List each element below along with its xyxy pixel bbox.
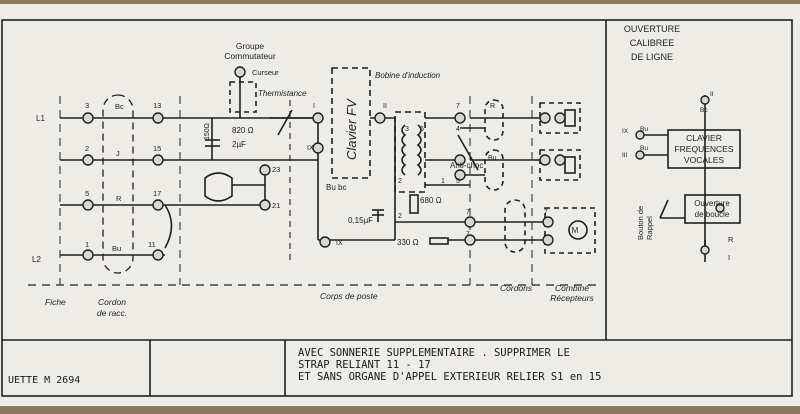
r150-label: 150Ω [204,123,211,140]
ouverture-boucle-box [684,194,741,224]
term-17: 17 [153,189,161,198]
bubc-label: Bu bc [326,183,346,192]
side-term-bu: Bu [640,126,648,133]
side-title-2: CALIBREE [630,38,675,48]
ouverture-text-2: de boucle [695,210,730,219]
footer-note-2: STRAP RELIANT 11 - 17 [298,359,431,371]
term-1: 1 [85,240,89,249]
curseur-label: Curseur [252,68,279,77]
term-ii: II [383,103,387,110]
coil-num-2: 2 [398,178,402,185]
cordon-bu: Bu [488,155,497,162]
thermistance-label: Thermistance [258,89,307,98]
coil-num-3: 3 [405,126,409,133]
clavier-text-2: FREQUENCES [674,144,733,154]
section-corps: Corps de poste [320,291,378,301]
term-23: 23 [272,165,280,174]
clavier-box [667,129,741,169]
side-term-bc: Bc [700,107,708,114]
footer-ref: UETTE M 2694 [8,375,80,386]
side-title-3: DE LIGNE [631,52,673,62]
l2-label: L2 [32,255,41,264]
motor-m: M [572,226,579,235]
side-title-1: OUVERTURE [624,24,680,34]
footer-note-1: AVEC SONNERIE SUPPLEMENTAIRE . SUPPRIMER… [298,347,570,359]
wire-bc: Bc [115,102,124,111]
side-term-ii: II [710,91,714,98]
strap-11-17 [164,204,173,249]
term-3: 3 [85,101,89,110]
term-7b: 7 [466,209,470,216]
r820-label: 820 Ω [232,126,254,135]
side-term-bu2: Bu [640,145,648,152]
l1-label: L1 [36,114,45,123]
frame-border [1,19,793,397]
term-13: 13 [153,101,161,110]
bouton-text-2: Rappel [645,216,654,240]
clavier-text-3: VOCALES [684,155,724,165]
term-7c: 7 [466,231,470,238]
bouton-text-1: Bouton de [636,206,645,240]
section-cordons: Cordons [500,283,533,293]
coil-num-4: 4 [456,126,460,133]
cordon-r: R [490,103,495,110]
term-7d: 7 [544,209,548,216]
clavier-text-1: CLAVIER [686,133,722,143]
term-i: I [313,103,315,110]
r680-label: 680 Ω [420,196,442,205]
anti-choc-label: Anti-choc [450,161,483,170]
side-term-r: R [728,235,734,244]
coil-num-1: 1 [441,178,445,185]
footer-note-3: ET SANS ORGANE D'APPEL EXTERIEUR RELIER … [298,371,601,383]
wire-bu: Bu [112,244,121,253]
side-term-i: I [728,253,730,262]
section-combine-2: Récepteurs [550,293,594,303]
term-21: 21 [272,201,280,210]
section-cordon-1: Cordon [98,297,126,307]
c2-label: 2µF [232,140,246,149]
coil-num-5: 5 [456,178,460,185]
ouverture-text-1: Ouverture [694,199,730,208]
c015-label: 0,15µF [348,216,373,225]
coil-num-2b: 2 [398,213,402,220]
coil-num-6: 6 [420,126,424,133]
side-term-iii: III [622,152,628,159]
wire-j: J [116,149,120,158]
groupe-label-1: Groupe [236,41,265,51]
wire-r: R [116,194,122,203]
term-15: 15 [153,144,161,153]
groupe-label-2: Commutateur [224,51,276,61]
term-5: 5 [85,189,89,198]
term-11: 11 [148,240,156,249]
section-cordon-2: de racc. [97,308,127,318]
cordon-oval [102,94,134,274]
bobine-label: Bobine d'induction [375,71,441,80]
clavier-fv-label: Clavier FV [344,98,359,160]
term-ix-2: IX [336,240,343,247]
r330-label: 330 Ω [397,238,419,247]
side-term-ix: IX [622,128,629,135]
term-2: 2 [85,144,89,153]
term-7a: 7 [456,103,460,110]
section-fiche: Fiche [45,297,66,307]
term-ix: IX [307,145,314,152]
section-combine-1: Combiné [555,283,589,293]
